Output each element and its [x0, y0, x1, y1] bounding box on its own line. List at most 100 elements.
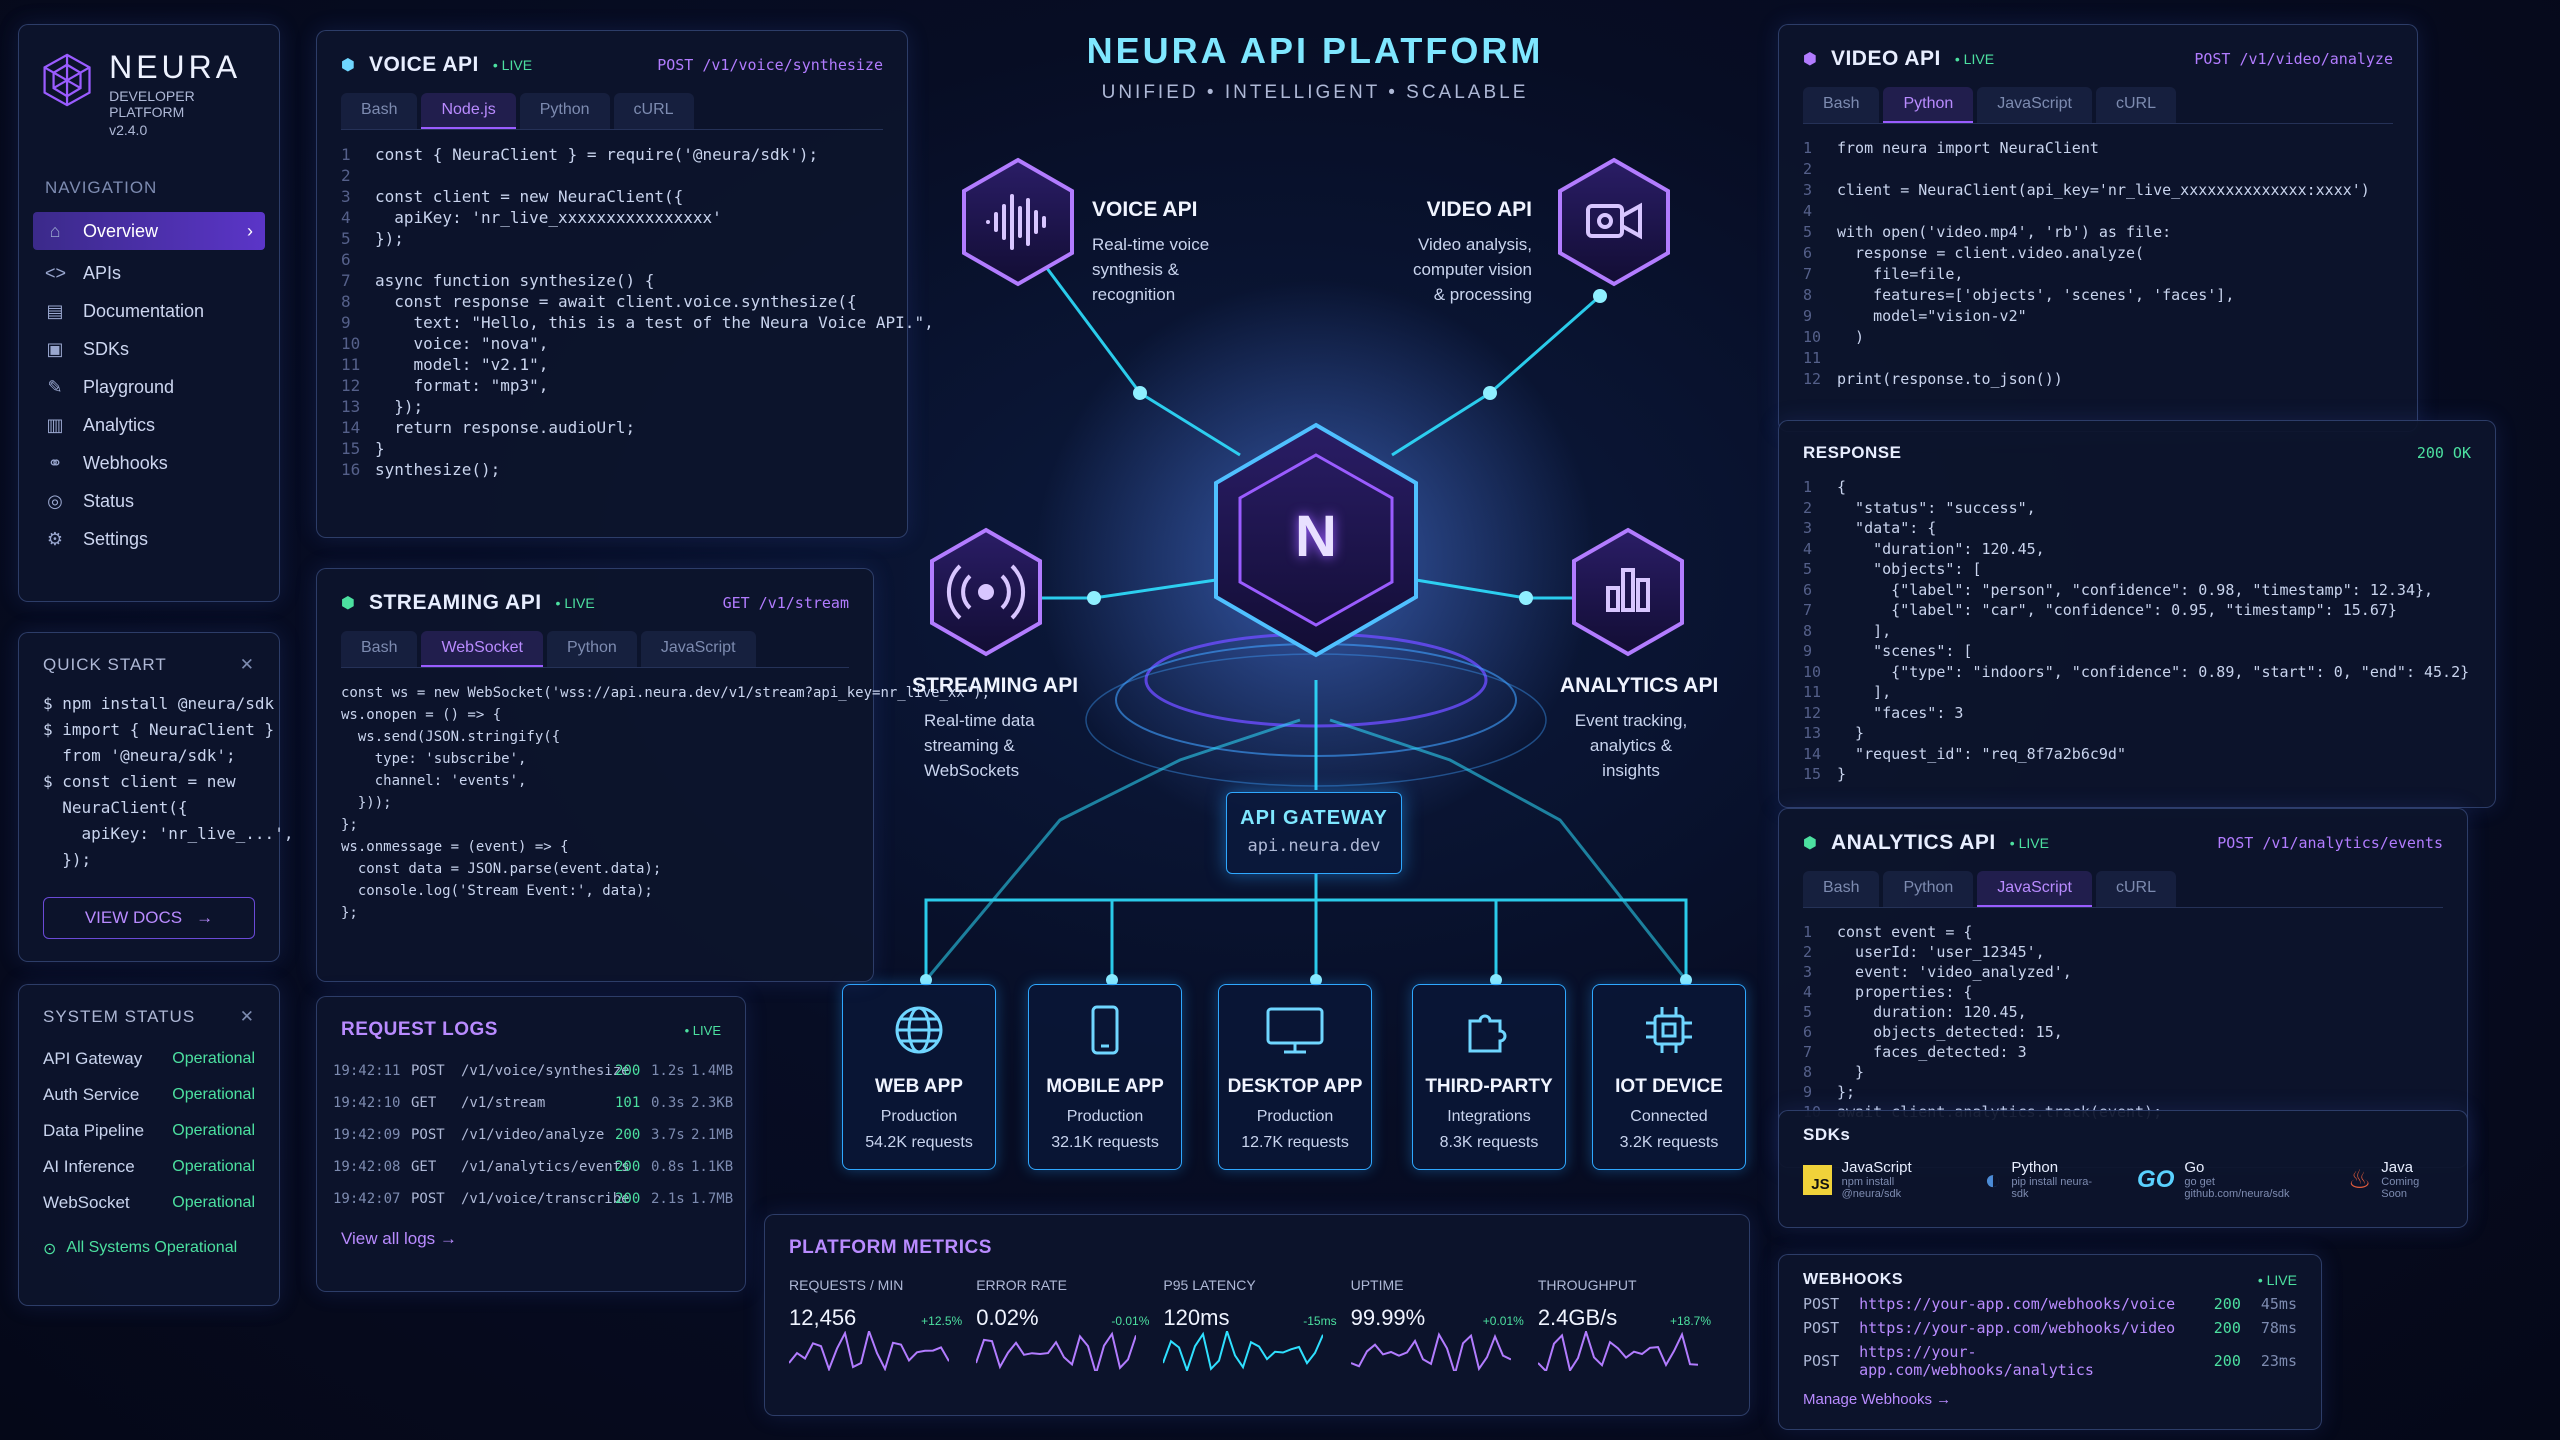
- tab-python[interactable]: Python: [1883, 871, 1974, 907]
- sidebar-item-documentation[interactable]: ▤Documentation: [46, 300, 205, 321]
- code-line: 7 file=file,: [1803, 264, 2393, 285]
- client-third-party[interactable]: THIRD-PARTY Integrations 8.3K requests: [1412, 984, 1566, 1170]
- log-path: /v1/video/analyze: [461, 1127, 605, 1143]
- tab-bash[interactable]: Bash: [341, 93, 418, 129]
- code-line: };: [341, 902, 849, 924]
- client-iot-device[interactable]: IOT DEVICE Connected 3.2K requests: [1592, 984, 1746, 1170]
- sidebar-item-status[interactable]: ◎Status: [19, 482, 279, 520]
- tab-curl[interactable]: cURL: [2095, 871, 2176, 907]
- sidebar-item-apis[interactable]: <>APIs: [45, 262, 122, 283]
- line-number: 11: [1803, 683, 1822, 701]
- log-time: 19:42:09: [333, 1127, 401, 1143]
- code-text: const client = new NeuraClient({: [375, 187, 684, 206]
- line-number: 6: [1803, 244, 1813, 262]
- line-number: 6: [1803, 580, 1813, 599]
- sidebar-item-overview[interactable]: ⌂Overview›: [33, 212, 265, 250]
- code-text: }: [1837, 765, 1847, 783]
- line-number: 15: [1803, 765, 1822, 783]
- client-mobile-app[interactable]: MOBILE APP Production 32.1K requests: [1028, 984, 1182, 1170]
- log-size: 2.1MB: [691, 1127, 734, 1143]
- line-number: 10: [1803, 328, 1822, 346]
- chip-icon: [1646, 1007, 1692, 1053]
- line-number: 7: [341, 271, 351, 290]
- tab-websocket[interactable]: WebSocket: [421, 631, 543, 667]
- code-text: duration: 120.45,: [1837, 1003, 2027, 1021]
- code-text: const { NeuraClient } = require('@neura/…: [375, 145, 819, 164]
- sparkline: [975, 1331, 1138, 1378]
- tab-nodejs[interactable]: Node.js: [421, 93, 516, 129]
- client-requests: 54.2K requests: [865, 1134, 973, 1151]
- code-icon: <>: [45, 262, 67, 283]
- sidebar-item-playground[interactable]: ✎Playground: [19, 368, 279, 406]
- sidebar-item-webhooks[interactable]: ⚭Webhooks: [19, 444, 279, 482]
- close-icon[interactable]: ✕: [239, 1007, 255, 1026]
- api-gateway[interactable]: API GATEWAY api.neura.dev: [1226, 792, 1402, 874]
- tab-python[interactable]: Python: [1883, 87, 1974, 123]
- view-all-logs-link[interactable]: View all logs →: [341, 1229, 457, 1248]
- code-text: channel: 'events',: [341, 773, 527, 789]
- tab-python[interactable]: Python: [519, 93, 610, 129]
- manage-webhooks-link[interactable]: Manage Webhooks →: [1803, 1391, 1952, 1408]
- tab-curl[interactable]: cURL: [613, 93, 694, 129]
- analytics-node-desc: Event tracking,analytics &insights: [1574, 711, 1688, 780]
- sidebar-item-analytics[interactable]: ▥Analytics: [46, 414, 156, 435]
- tab-bash[interactable]: Bash: [341, 631, 418, 667]
- brand[interactable]: NEURA DEVELOPER PLATFORM v2.4.0: [19, 25, 279, 138]
- code-line: 14 "request_id": "req_8f7a2b6c9d": [1803, 744, 2471, 765]
- code-text: });: [375, 397, 424, 416]
- code-line: 9 "scenes": [: [1803, 641, 2471, 662]
- tab-bash[interactable]: Bash: [1803, 871, 1880, 907]
- tab-javascript[interactable]: JavaScript: [640, 631, 756, 667]
- tab-python[interactable]: Python: [547, 631, 637, 667]
- client-name: THIRD-PARTY: [1425, 1076, 1553, 1097]
- code-text: "status": "success",: [1837, 498, 2036, 517]
- line-number: 13: [1803, 724, 1822, 742]
- tab-javascript[interactable]: JavaScript: [1977, 871, 2092, 907]
- code-line: 8 const response = await client.voice.sy…: [341, 291, 883, 312]
- tab-bash[interactable]: Bash: [1803, 87, 1880, 123]
- code-line: 3 event: 'video_analyzed',: [1803, 962, 2443, 982]
- code-text: }: [375, 439, 385, 458]
- code-line: 4: [1803, 201, 2393, 222]
- line-number: 11: [341, 355, 361, 374]
- sparkline-path: [1162, 1327, 1325, 1374]
- log-code: 200: [615, 1063, 641, 1079]
- client-web-app[interactable]: WEB APP Production 54.2K requests: [842, 984, 996, 1170]
- tab-javascript[interactable]: JavaScript: [1977, 87, 2092, 123]
- tab-curl[interactable]: cURL: [2095, 87, 2176, 123]
- log-dur: 1.2s: [651, 1063, 685, 1079]
- log-dur: 0.3s: [651, 1095, 685, 1111]
- sidebar-item-settings[interactable]: ⚙Settings: [46, 528, 149, 549]
- core-logo-letter: N: [1295, 504, 1337, 569]
- sidebar-item-sdks[interactable]: ▣SDKs: [46, 338, 130, 359]
- code-text: print(response.to_json()): [1837, 370, 2063, 388]
- client-desktop-app[interactable]: DESKTOP APP Production 12.7K requests: [1218, 984, 1372, 1170]
- line-number: 3: [1803, 181, 1813, 199]
- close-icon[interactable]: ✕: [239, 655, 255, 674]
- code-text: const response = await client.voice.synt…: [375, 292, 857, 311]
- view-docs-button[interactable]: VIEW DOCS→: [43, 897, 255, 939]
- code-line: console.log('Stream Event:', data);: [341, 880, 849, 902]
- code-text: response = client.video.analyze(: [1837, 244, 2145, 262]
- all-systems-status: ⊙All Systems Operational: [43, 1239, 238, 1258]
